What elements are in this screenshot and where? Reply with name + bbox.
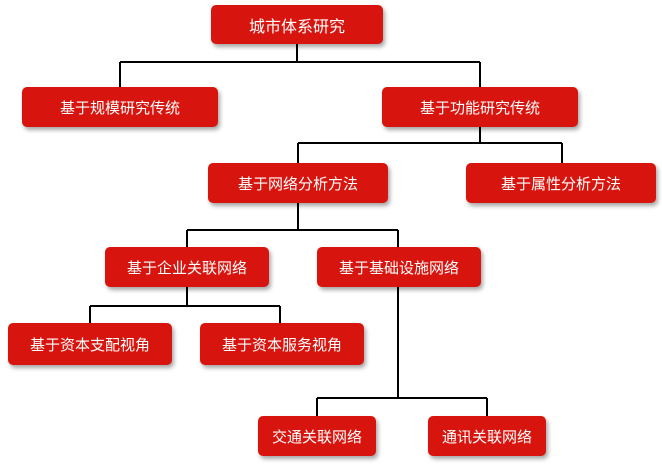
node-enterprise-network: 基于企业关联网络 (105, 247, 269, 287)
node-function-tradition: 基于功能研究传统 (382, 87, 578, 127)
connector-network (186, 203, 399, 247)
connector-infrastructure (316, 287, 488, 416)
node-scale-tradition: 基于规模研究传统 (22, 87, 218, 127)
node-capital-service: 基于资本服务视角 (200, 323, 364, 365)
node-network-method: 基于网络分析方法 (208, 163, 388, 203)
node-communication-network: 通讯关联网络 (428, 416, 546, 456)
node-attribute-method: 基于属性分析方法 (466, 163, 656, 203)
node-root: 城市体系研究 (211, 5, 383, 44)
connector-root (119, 44, 481, 87)
connector-function (297, 127, 563, 163)
node-infrastructure-network: 基于基础设施网络 (317, 247, 481, 287)
node-traffic-network: 交通关联网络 (258, 416, 376, 456)
node-capital-control: 基于资本支配视角 (8, 323, 172, 365)
connector-enterprise (89, 287, 281, 323)
